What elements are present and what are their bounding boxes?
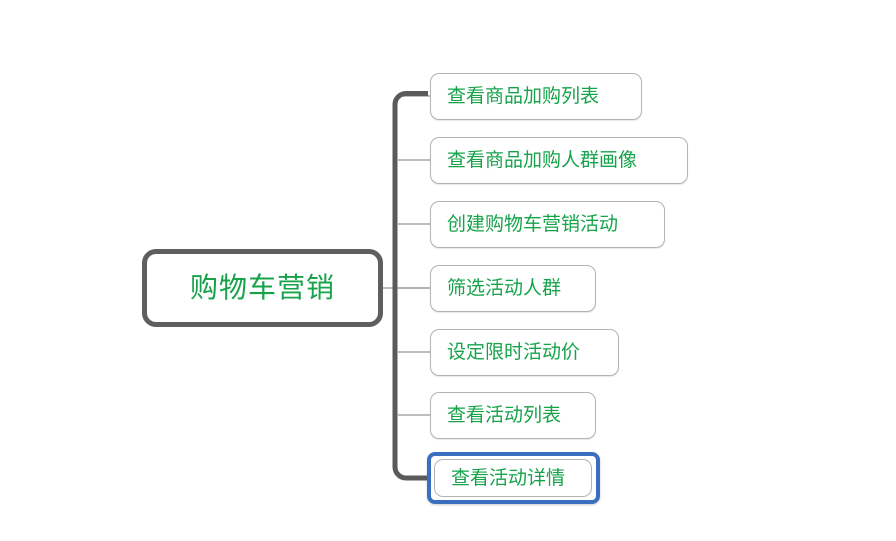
node-set-limited-time-price[interactable]: 设定限时活动价 [430,329,619,376]
node-label: 创建购物车营销活动 [447,213,619,235]
node-label: 查看商品加购人群画像 [447,149,638,171]
node-view-campaign-list[interactable]: 查看活动列表 [430,392,596,439]
node-view-campaign-detail[interactable]: 查看活动详情 [434,459,592,497]
node-label: 查看商品加购列表 [447,85,600,107]
node-view-cart-add-list[interactable]: 查看商品加购列表 [430,73,642,120]
node-view-cart-add-audience-profile[interactable]: 查看商品加购人群画像 [430,137,688,184]
node-label: 筛选活动人群 [447,277,562,299]
node-label: 设定限时活动价 [447,341,581,363]
node-filter-campaign-audience[interactable]: 筛选活动人群 [430,265,596,312]
connector-trunk [392,91,432,481]
root-node[interactable]: 购物车营销 [142,249,383,327]
root-node-label: 购物车营销 [189,271,335,304]
node-label: 查看活动详情 [451,466,566,489]
node-create-cart-campaign[interactable]: 创建购物车营销活动 [430,201,665,248]
node-label: 查看活动列表 [447,404,562,426]
